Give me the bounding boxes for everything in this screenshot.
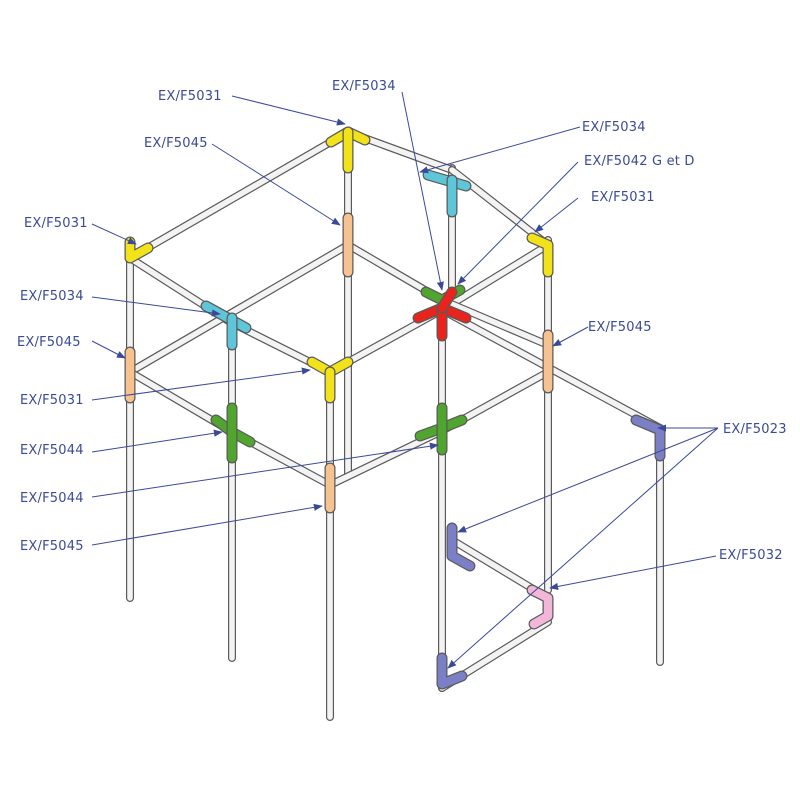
part-label-ex-f5045-bottom: EX/F5045 xyxy=(20,539,84,554)
leader-arrow xyxy=(457,161,579,285)
leader-arrow xyxy=(211,143,341,226)
part-label-ex-f5031-right: EX/F5031 xyxy=(591,190,655,205)
part-label-ex-f5045-left: EX/F5045 xyxy=(17,335,81,350)
leader-arrow xyxy=(91,442,439,498)
part-label-ex-f5045-right: EX/F5045 xyxy=(588,320,652,335)
part-label-ex-f5042: EX/F5042 G et D xyxy=(584,154,695,169)
part-label-ex-f5044-lower: EX/F5044 xyxy=(20,491,84,506)
joint-connector xyxy=(631,415,665,461)
joint-connector xyxy=(527,233,553,277)
joint-connector xyxy=(437,653,467,689)
part-label-ex-f5034-top: EX/F5034 xyxy=(332,79,396,94)
pipe xyxy=(127,242,351,375)
part-label-ex-f5044-upper: EX/F5044 xyxy=(20,443,84,458)
part-label-ex-f5023: EX/F5023 xyxy=(723,422,787,437)
leader-arrow xyxy=(401,91,444,291)
part-label-ex-f5031-mid: EX/F5031 xyxy=(20,393,84,408)
leader-arrow xyxy=(91,367,311,401)
joint-connector xyxy=(447,523,475,571)
leader-arrows xyxy=(91,91,719,669)
part-label-ex-f5032: EX/F5032 xyxy=(719,548,783,563)
pipe xyxy=(439,297,551,348)
joint-connectors xyxy=(124,126,666,690)
joint-connector xyxy=(527,585,553,629)
leader-arrow xyxy=(91,296,221,317)
joint-connector xyxy=(125,237,153,263)
leader-arrow xyxy=(91,223,137,245)
leader-arrow xyxy=(447,427,719,669)
part-label-ex-f5031-left: EX/F5031 xyxy=(24,216,88,231)
leader-arrow xyxy=(457,427,719,533)
pipe xyxy=(439,242,551,313)
leader-arrow xyxy=(419,126,581,174)
leader-arrow xyxy=(552,326,589,347)
pipe xyxy=(127,129,351,261)
part-label-ex-f5034-right: EX/F5034 xyxy=(582,120,646,135)
leader-arrow xyxy=(534,197,579,233)
leader-arrow xyxy=(91,429,223,453)
leader-arrow xyxy=(91,503,323,546)
leader-arrow xyxy=(91,340,126,359)
pipe-structure xyxy=(126,128,664,721)
leader-arrow xyxy=(231,95,346,126)
part-label-ex-f5045-upper: EX/F5045 xyxy=(144,136,208,151)
joint-connector xyxy=(437,287,457,313)
leader-arrow xyxy=(549,555,717,591)
part-label-ex-f5034-left: EX/F5034 xyxy=(20,289,84,304)
part-label-ex-f5031-top: EX/F5031 xyxy=(158,89,222,104)
